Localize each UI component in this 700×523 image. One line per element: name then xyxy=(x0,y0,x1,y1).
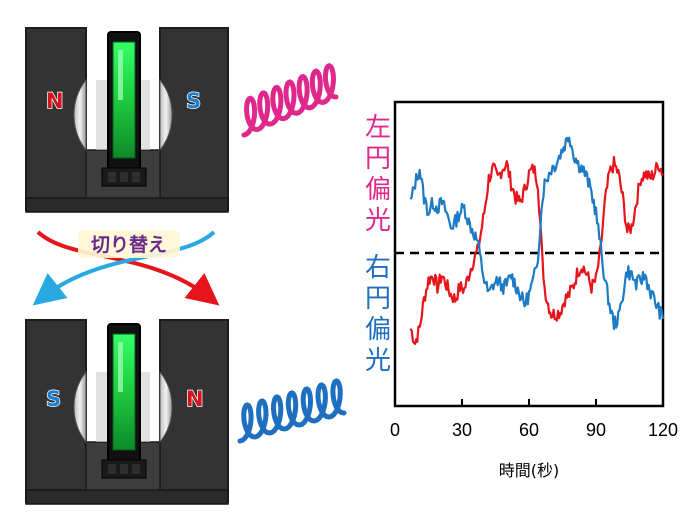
pole-label-bottom-left: S xyxy=(46,387,61,411)
switch-arrows: 切り替え xyxy=(32,230,220,306)
x-tick-label-60: 60 xyxy=(519,420,539,440)
x-axis-title: 時間(秒) xyxy=(499,461,560,480)
pole-label-bottom-right: N xyxy=(186,387,204,411)
polarization-chart: 0 30 60 90 120 xyxy=(390,100,678,440)
switch-label: 切り替え xyxy=(91,233,167,256)
x-tick-label-30: 30 xyxy=(452,420,472,440)
x-tick-label-120: 120 xyxy=(648,420,678,440)
pole-label-top-left: N xyxy=(46,89,64,113)
series-red-line xyxy=(409,155,664,345)
x-tick-label-0: 0 xyxy=(390,420,400,440)
spring-left-circular-icon xyxy=(241,62,339,138)
arrow-red xyxy=(36,230,220,306)
series-blue-line xyxy=(409,136,665,330)
arrow-blue xyxy=(32,230,216,306)
spring-right-circular-icon xyxy=(237,378,347,444)
x-axis-ticks: 0 30 60 90 120 xyxy=(390,399,678,440)
magnet-assembly-top: N S xyxy=(25,27,229,213)
magnet-assembly-bottom: S N xyxy=(25,319,229,505)
label-left-circular: 左円偏光 xyxy=(365,113,391,236)
x-tick-label-90: 90 xyxy=(586,420,606,440)
pole-label-top-right: S xyxy=(186,89,201,113)
label-right-circular: 右円偏光 xyxy=(365,253,391,376)
